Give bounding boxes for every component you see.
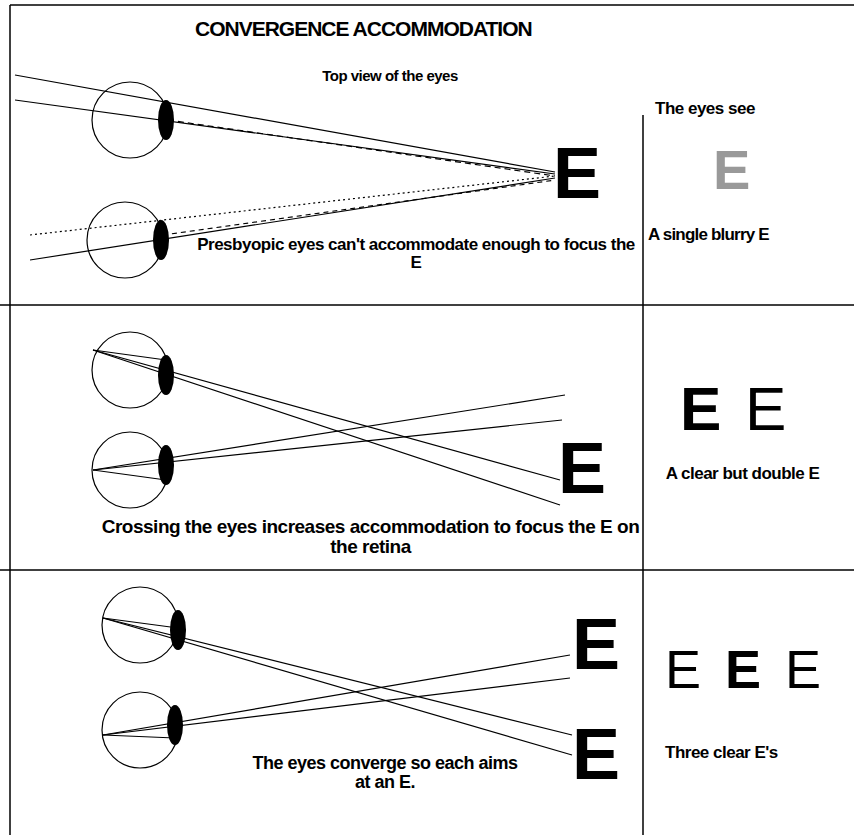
light-ray [103,618,178,628]
eye [102,587,178,663]
eye-lens [170,610,186,650]
caption-text: Presbyopic eyes can't accommodate enough… [190,236,642,272]
row-divider [0,569,854,571]
result-text: Three clear E's [665,744,778,762]
seen-letter: E [785,642,821,696]
target-letter: E [553,137,601,209]
target-letter: E [572,608,620,680]
eye-lens [153,220,169,260]
row-divider [0,304,854,306]
frame-line [9,5,11,835]
light-ray [15,75,555,172]
result-text: A single blurry E [648,226,769,244]
seen-letter: E [745,378,786,440]
frame-line [10,4,854,6]
light-ray [103,735,175,738]
seen-letter: E [680,378,721,440]
column-heading: The eyes see [655,100,755,118]
light-ray [163,180,555,235]
light-ray [15,100,555,174]
caption-text: Crossing the eyes increases accommodatio… [98,517,643,557]
caption-text: The eyes converge so each aims at an E. [250,754,520,792]
light-ray [93,470,166,480]
result-text: A clear but double E [655,465,830,483]
eye [92,332,168,408]
target-letter: E [572,718,620,790]
eye-lens [158,445,174,485]
diagram-title: CONVERGENCE ACCOMMODATION [195,18,532,40]
column-divider [642,115,644,835]
eye [87,202,163,278]
target-letter: E [558,432,606,504]
light-ray [93,350,166,360]
blurry-letter: E [713,142,750,198]
eye-lens [158,100,174,140]
eye-lens [167,705,183,745]
light-ray [168,120,555,176]
subtitle: Top view of the eyes [285,68,495,84]
light-ray [30,176,555,235]
eye [92,432,168,508]
seen-letter: E [725,642,761,696]
seen-letter: E [665,642,701,696]
eye-lens [158,355,174,395]
